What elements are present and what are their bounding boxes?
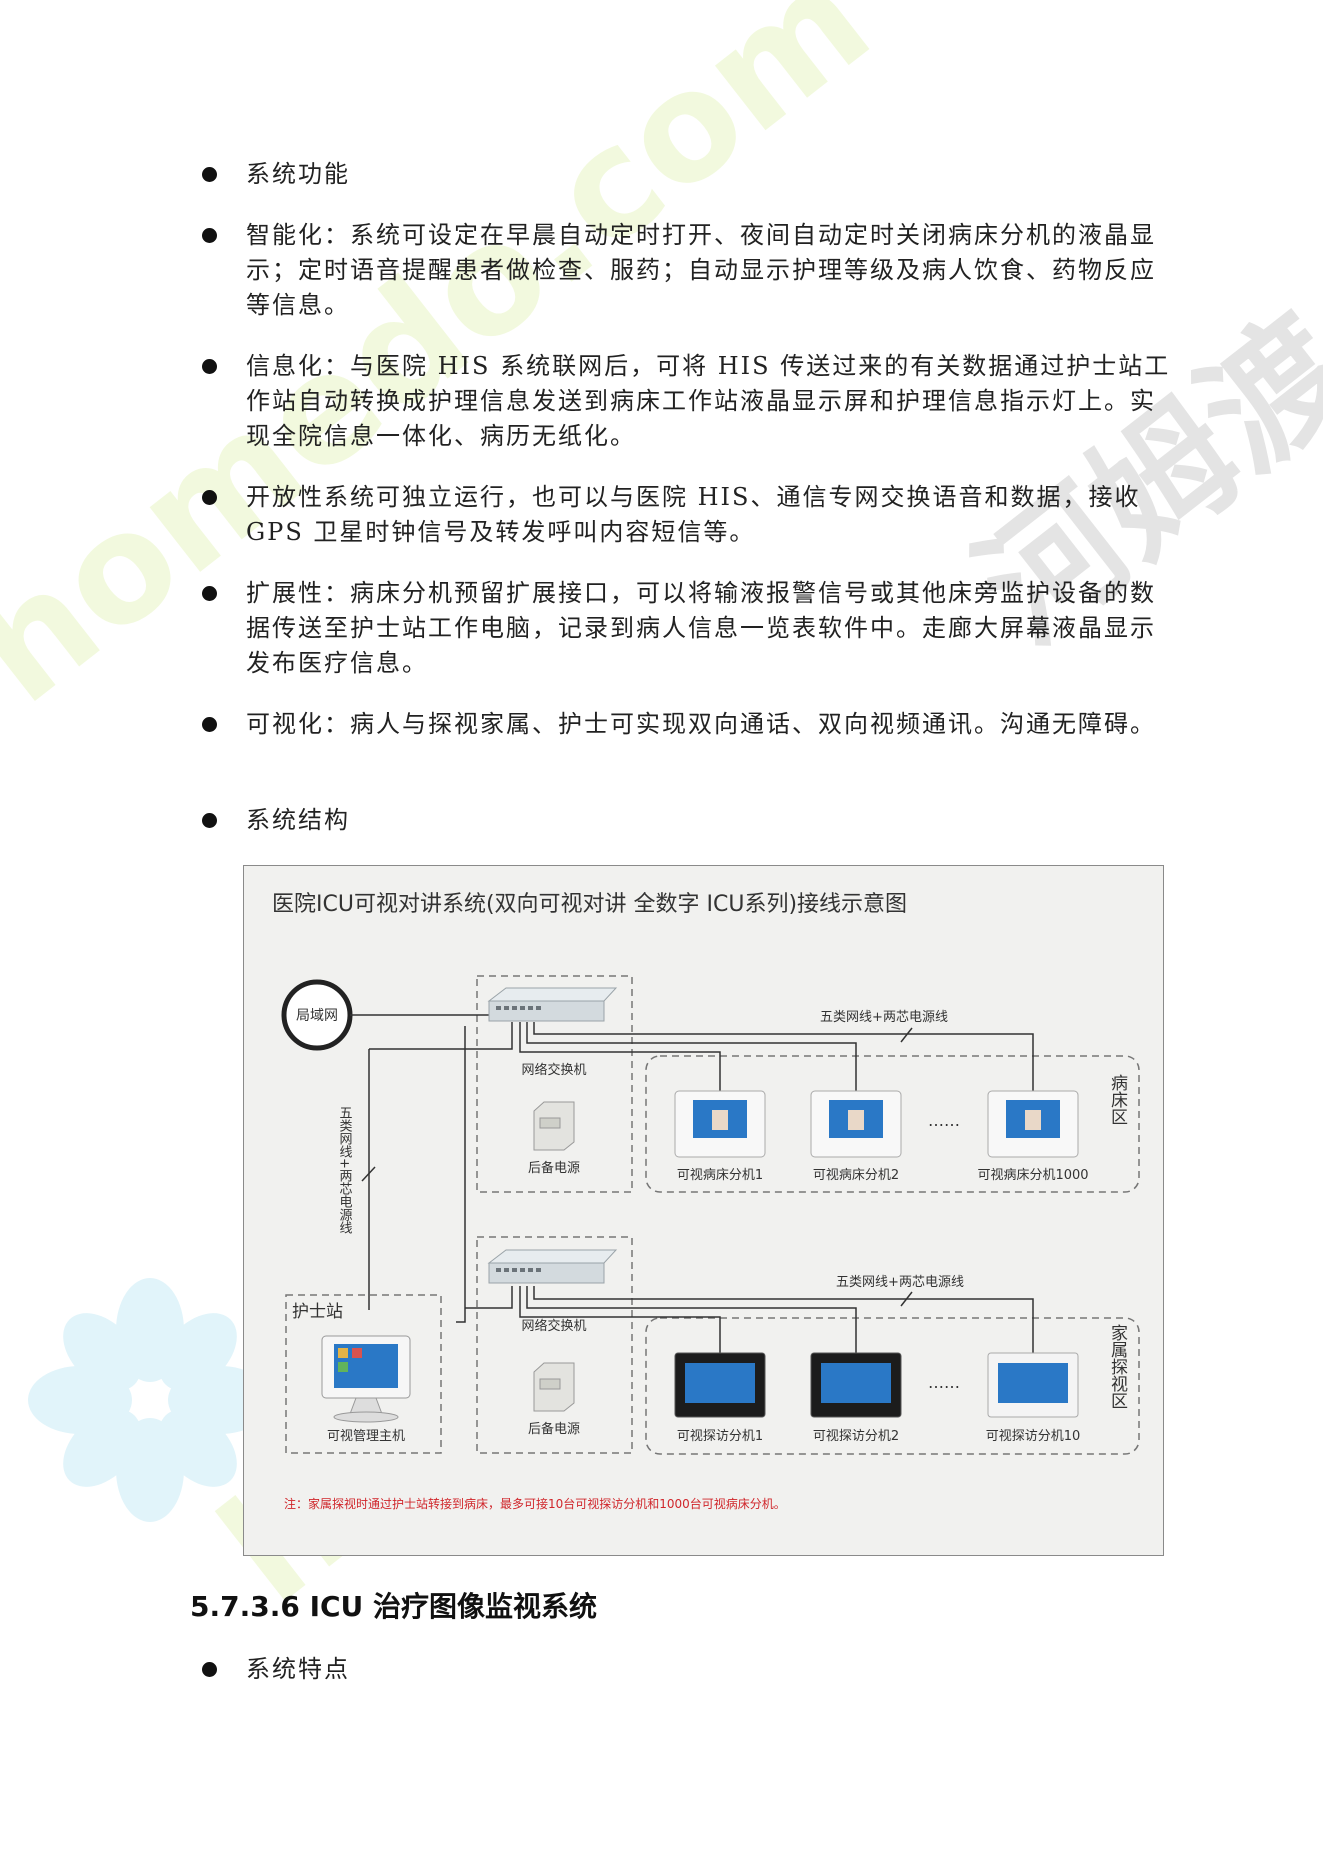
nurse-station-box [285, 1294, 442, 1454]
bullet-text: 系统特点 [246, 1655, 350, 1683]
diagram-note: 注：家属探视时通过护士站转接到病床，最多可接10台可视探访分机和1000台可视病… [284, 1496, 786, 1511]
switch-box-top [476, 975, 633, 1193]
bed-terminal-icon [987, 1090, 1079, 1158]
switch-label-top: 网络交换机 [521, 1062, 586, 1078]
visit-terminal-icon [987, 1352, 1079, 1418]
bullet-dot-icon [202, 586, 217, 601]
bullet-text: 智能化：系统可设定在早晨自动定时打开、夜间自动定时关闭病床分机的液晶显示；定时语… [246, 221, 1156, 319]
visit-unit-label: 可视探访分机2 [813, 1429, 899, 1444]
bullet-text: 可视化：病人与探视家属、护士可实现双向通话、双向视频通讯。沟通无障碍。 [246, 710, 1156, 738]
watermark-flower-icon [20, 1270, 280, 1530]
bed-terminal-icon [810, 1090, 902, 1158]
bullet-dot-icon [202, 167, 217, 182]
backup-power-label-bottom: 后备电源 [528, 1421, 580, 1437]
family-zone-label: 家属探视区 [1107, 1324, 1128, 1409]
visit-terminal-icon [810, 1352, 902, 1418]
network-switch-icon [487, 1249, 618, 1284]
backup-power-label-top: 后备电源 [528, 1160, 580, 1176]
network-switch-icon [487, 987, 618, 1022]
cable-label-vertical: 五类网线+两芯电源线 [337, 1106, 353, 1234]
wiring-diagram: 医院ICU可视对讲系统(双向可视对讲 全数字 ICU系列)接线示意图 局域网 [243, 865, 1164, 1556]
bullet-visualization: 可视化：病人与探视家属、护士可实现双向通话、双向视频通讯。沟通无障碍。 [202, 707, 1176, 742]
nurse-host-label: 可视管理主机 [327, 1429, 405, 1444]
switch-label-bottom: 网络交换机 [521, 1318, 586, 1334]
wiring-diagram-svg: 医院ICU可视对讲系统(双向可视对讲 全数字 ICU系列)接线示意图 局域网 [272, 892, 1140, 1511]
bullet-system-features: 系统特点 [202, 1652, 1176, 1687]
bullet-intelligent: 智能化：系统可设定在早晨自动定时打开、夜间自动定时关闭病床分机的液晶显示；定时语… [202, 218, 1176, 323]
bullet-system-structure: 系统结构 [202, 803, 1176, 838]
bullet-text: 开放性系统可独立运行，也可以与医院 HIS、通信专网交换语音和数据，接收 GPS… [246, 483, 1141, 546]
lan-label: 局域网 [296, 1008, 338, 1024]
bullet-text: 系统功能 [246, 160, 350, 188]
bullet-dot-icon [202, 813, 217, 828]
visit-unit-label: 可视探访分机10 [986, 1429, 1081, 1444]
bullet-dot-icon [202, 490, 217, 505]
bullet-dot-icon [202, 717, 217, 732]
nurse-host-monitor-icon [321, 1335, 411, 1423]
bullet-openness: 开放性系统可独立运行，也可以与医院 HIS、通信专网交换语音和数据，接收 GPS… [202, 480, 1176, 550]
family-zone-box [645, 1317, 1140, 1455]
bullet-dot-icon [202, 1662, 217, 1677]
switch-box-bottom [476, 1236, 633, 1454]
ward-zone-box [645, 1055, 1140, 1193]
diagram-title: 医院ICU可视对讲系统(双向可视对讲 全数字 ICU系列)接线示意图 [272, 892, 907, 917]
ellipsis-top: …… [928, 1111, 960, 1130]
bullet-extensibility: 扩展性：病床分机预留扩展接口，可以将输液报警信号或其他床旁监护设备的数据传送至护… [202, 576, 1176, 681]
bed-unit-label: 可视病床分机1 [677, 1168, 763, 1183]
bullet-dot-icon [202, 228, 217, 243]
nurse-station-label: 护士站 [292, 1302, 343, 1322]
ellipsis-bottom: …… [928, 1373, 960, 1392]
backup-power-icon [533, 1362, 575, 1412]
bullet-text: 系统结构 [246, 806, 350, 834]
bed-unit-label: 可视病床分机1000 [977, 1168, 1088, 1183]
bullet-text: 信息化：与医院 HIS 系统联网后，可将 HIS 传送过来的有关数据通过护士站工… [246, 352, 1171, 450]
section-heading: 5.7.3.6 ICU 治疗图像监视系统 [190, 1590, 598, 1623]
bed-unit-label: 可视病床分机2 [813, 1168, 899, 1183]
bed-terminal-icon [674, 1090, 766, 1158]
bullet-system-functions: 系统功能 [202, 157, 1176, 192]
bullet-informatization: 信息化：与医院 HIS 系统联网后，可将 HIS 传送过来的有关数据通过护士站工… [202, 349, 1176, 454]
visit-unit-label: 可视探访分机1 [677, 1429, 763, 1444]
visit-terminal-icon [674, 1352, 766, 1418]
ward-zone-label: 病床区 [1107, 1074, 1128, 1125]
cable-label-top: 五类网线+两芯电源线 [820, 1010, 948, 1025]
bullet-dot-icon [202, 359, 217, 374]
cable-label-bottom: 五类网线+两芯电源线 [836, 1275, 964, 1290]
backup-power-icon [533, 1101, 575, 1151]
bullet-text: 扩展性：病床分机预留扩展接口，可以将输液报警信号或其他床旁监护设备的数据传送至护… [246, 579, 1156, 677]
